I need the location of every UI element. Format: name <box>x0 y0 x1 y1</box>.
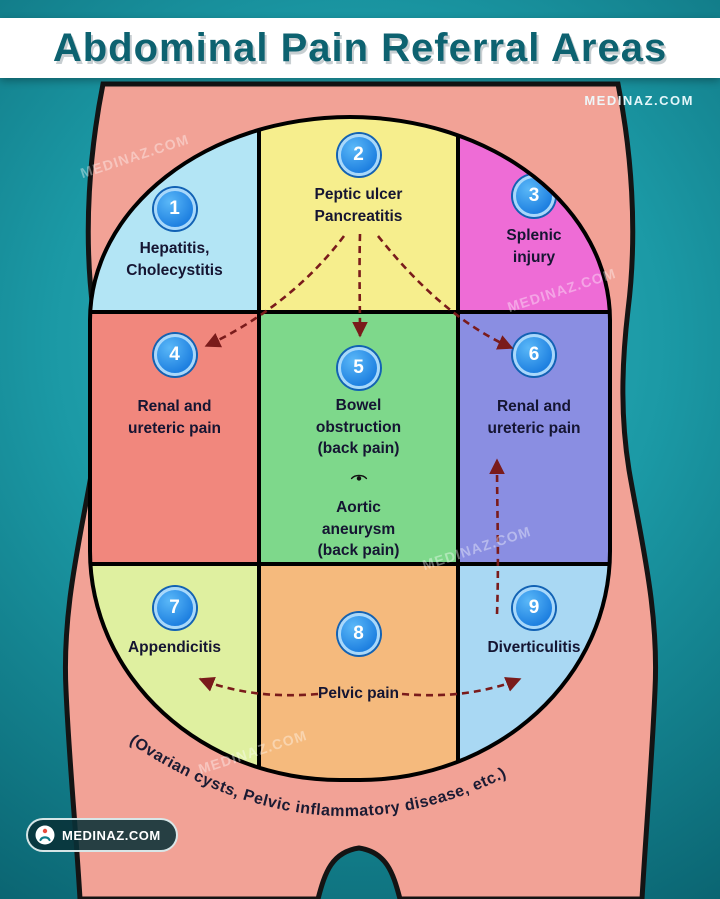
medinaz-logo-pill: MEDINAZ.COM <box>26 818 178 852</box>
region-5-number-badge: 5 <box>337 347 380 389</box>
region-8-number-badge: 8 <box>337 613 380 655</box>
site-label-top-right: MEDINAZ.COM <box>584 93 694 108</box>
region-5-label-bottom: Aortic aneurysm (back pain) <box>317 498 400 560</box>
region-4-number-badge: 4 <box>153 334 196 376</box>
region-5-label-top: Bowel obstruction (back pain) <box>315 397 402 458</box>
region-4: 4 Renal and ureteric pain <box>92 314 257 562</box>
region-8-label: Pelvic pain <box>318 685 399 702</box>
region-9-label: Diverticulitis <box>487 639 581 656</box>
region-2: 2 Peptic ulcer Pancreatitis <box>261 119 456 310</box>
page-title: Abdominal Pain Referral Areas <box>52 25 668 70</box>
region-6: 6 Renal and ureteric pain <box>460 314 608 562</box>
region-2-label: Peptic ulcer Pancreatitis <box>314 186 403 225</box>
header-band: Abdominal Pain Referral Areas <box>0 18 720 78</box>
region-1-number-badge: 1 <box>153 188 196 230</box>
medinaz-logo-text: MEDINAZ.COM <box>62 827 161 843</box>
region-1-label: Hepatitis, Cholecystitis <box>126 240 223 279</box>
region-6-number-badge: 6 <box>513 334 555 376</box>
medinaz-logo-icon <box>35 825 55 845</box>
region-9-number-badge: 9 <box>513 587 555 629</box>
region-6-label: Renal and ureteric pain <box>487 398 581 437</box>
eye-icon <box>350 474 367 481</box>
region-4-label: Renal and ureteric pain <box>127 398 222 437</box>
region-3-label: Splenic injury <box>506 227 562 266</box>
region-8: 8 Pelvic pain <box>261 566 456 778</box>
region-7-number-badge: 7 <box>153 587 196 629</box>
region-7-label: Appendicitis <box>127 639 221 656</box>
abdomen-grid: 1 Hepatitis, Cholecystitis 2 Peptic ulce… <box>88 115 612 782</box>
region-5: 5 Bowel obstruction (back pain) Aortic a… <box>261 314 456 562</box>
region-2-number-badge: 2 <box>337 134 380 176</box>
